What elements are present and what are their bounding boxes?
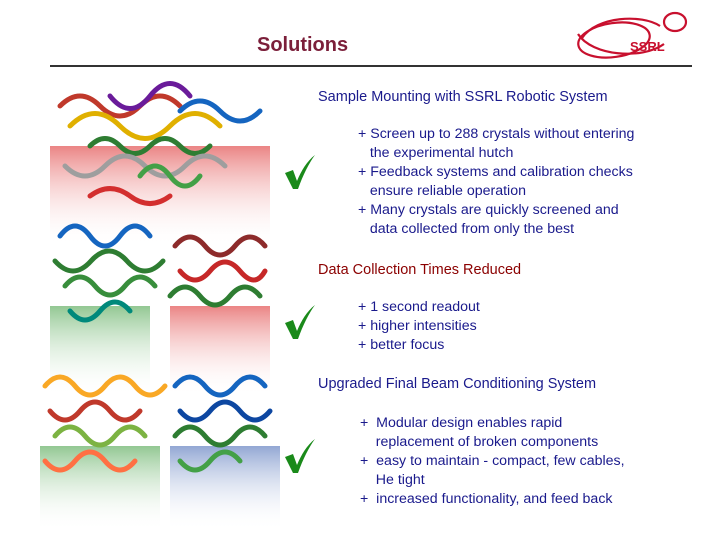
bullet-line: + Screen up to 288 crystals without ente… [358, 126, 635, 142]
bullet-line: + easy to maintain - compact, few cables… [360, 453, 625, 469]
check-mark-icon [285, 439, 315, 473]
bullet-line: ensure reliable operation [358, 183, 526, 199]
sample-mounting-bullets: + Screen up to 288 crystals without ente… [358, 125, 634, 239]
bullet-line: + Many crystals are quickly screened and [358, 202, 619, 218]
bullet-line: data collected from only the best [358, 221, 575, 237]
ssrl-logo-icon: SSRL [577, 11, 688, 59]
bullet-line: + Modular design enables rapid [360, 415, 563, 431]
beam-conditioning-bullets: + Modular design enables rapid replaceme… [360, 414, 625, 509]
bullet-line: the experimental hutch [358, 145, 514, 161]
bullet-line: + higher intensities [358, 318, 477, 334]
logo-text: SSRL [630, 39, 665, 54]
page-title: Solutions [257, 34, 349, 56]
bullet-line: + 1 second readout [358, 299, 480, 315]
check-mark-icon [285, 155, 315, 189]
title-underline [50, 65, 692, 67]
section-heading-beam-conditioning: Upgraded Final Beam Conditioning System [318, 376, 597, 392]
section-heading-data-collection: Data Collection Times Reduced [318, 262, 522, 278]
bullet-line: replacement of broken components [360, 434, 599, 450]
check-mark-icon [285, 305, 315, 339]
bullet-line: He tight [360, 472, 425, 488]
bullet-line: + better focus [358, 337, 445, 353]
data-collection-bullets: + 1 second readout + higher intensities … [358, 298, 480, 355]
protein-structures-image [40, 81, 280, 531]
bullet-line: + Feedback systems and calibration check… [358, 164, 633, 180]
section-heading-sample-mounting: Sample Mounting with SSRL Robotic System [318, 89, 608, 105]
bullet-line: + increased functionality, and feed back [360, 491, 613, 507]
